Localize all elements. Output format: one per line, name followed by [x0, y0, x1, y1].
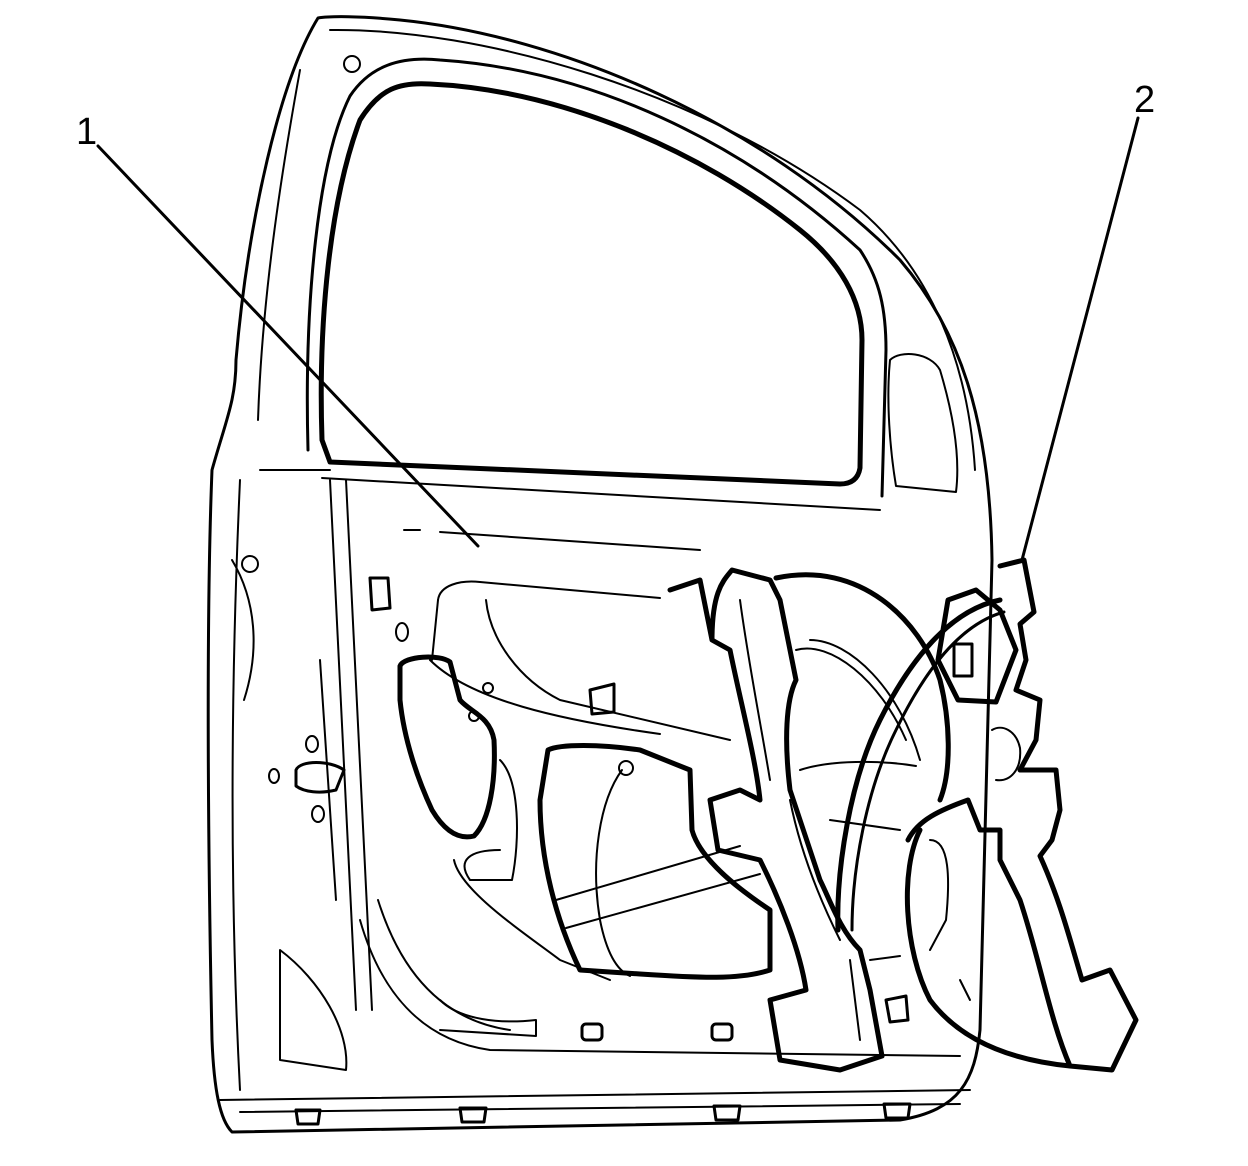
callout-2: 2	[1020, 79, 1155, 562]
door-panel	[206, 15, 994, 1134]
callout-label-1: 1	[76, 111, 97, 153]
leader-line-1	[96, 144, 480, 548]
leader-line-2	[1020, 116, 1140, 562]
window-regulator	[667, 557, 1139, 1073]
callout-label-2: 2	[1134, 79, 1155, 121]
window-frame	[305, 57, 959, 511]
inner-panel	[294, 529, 961, 1126]
callout-1: 1	[76, 111, 480, 548]
